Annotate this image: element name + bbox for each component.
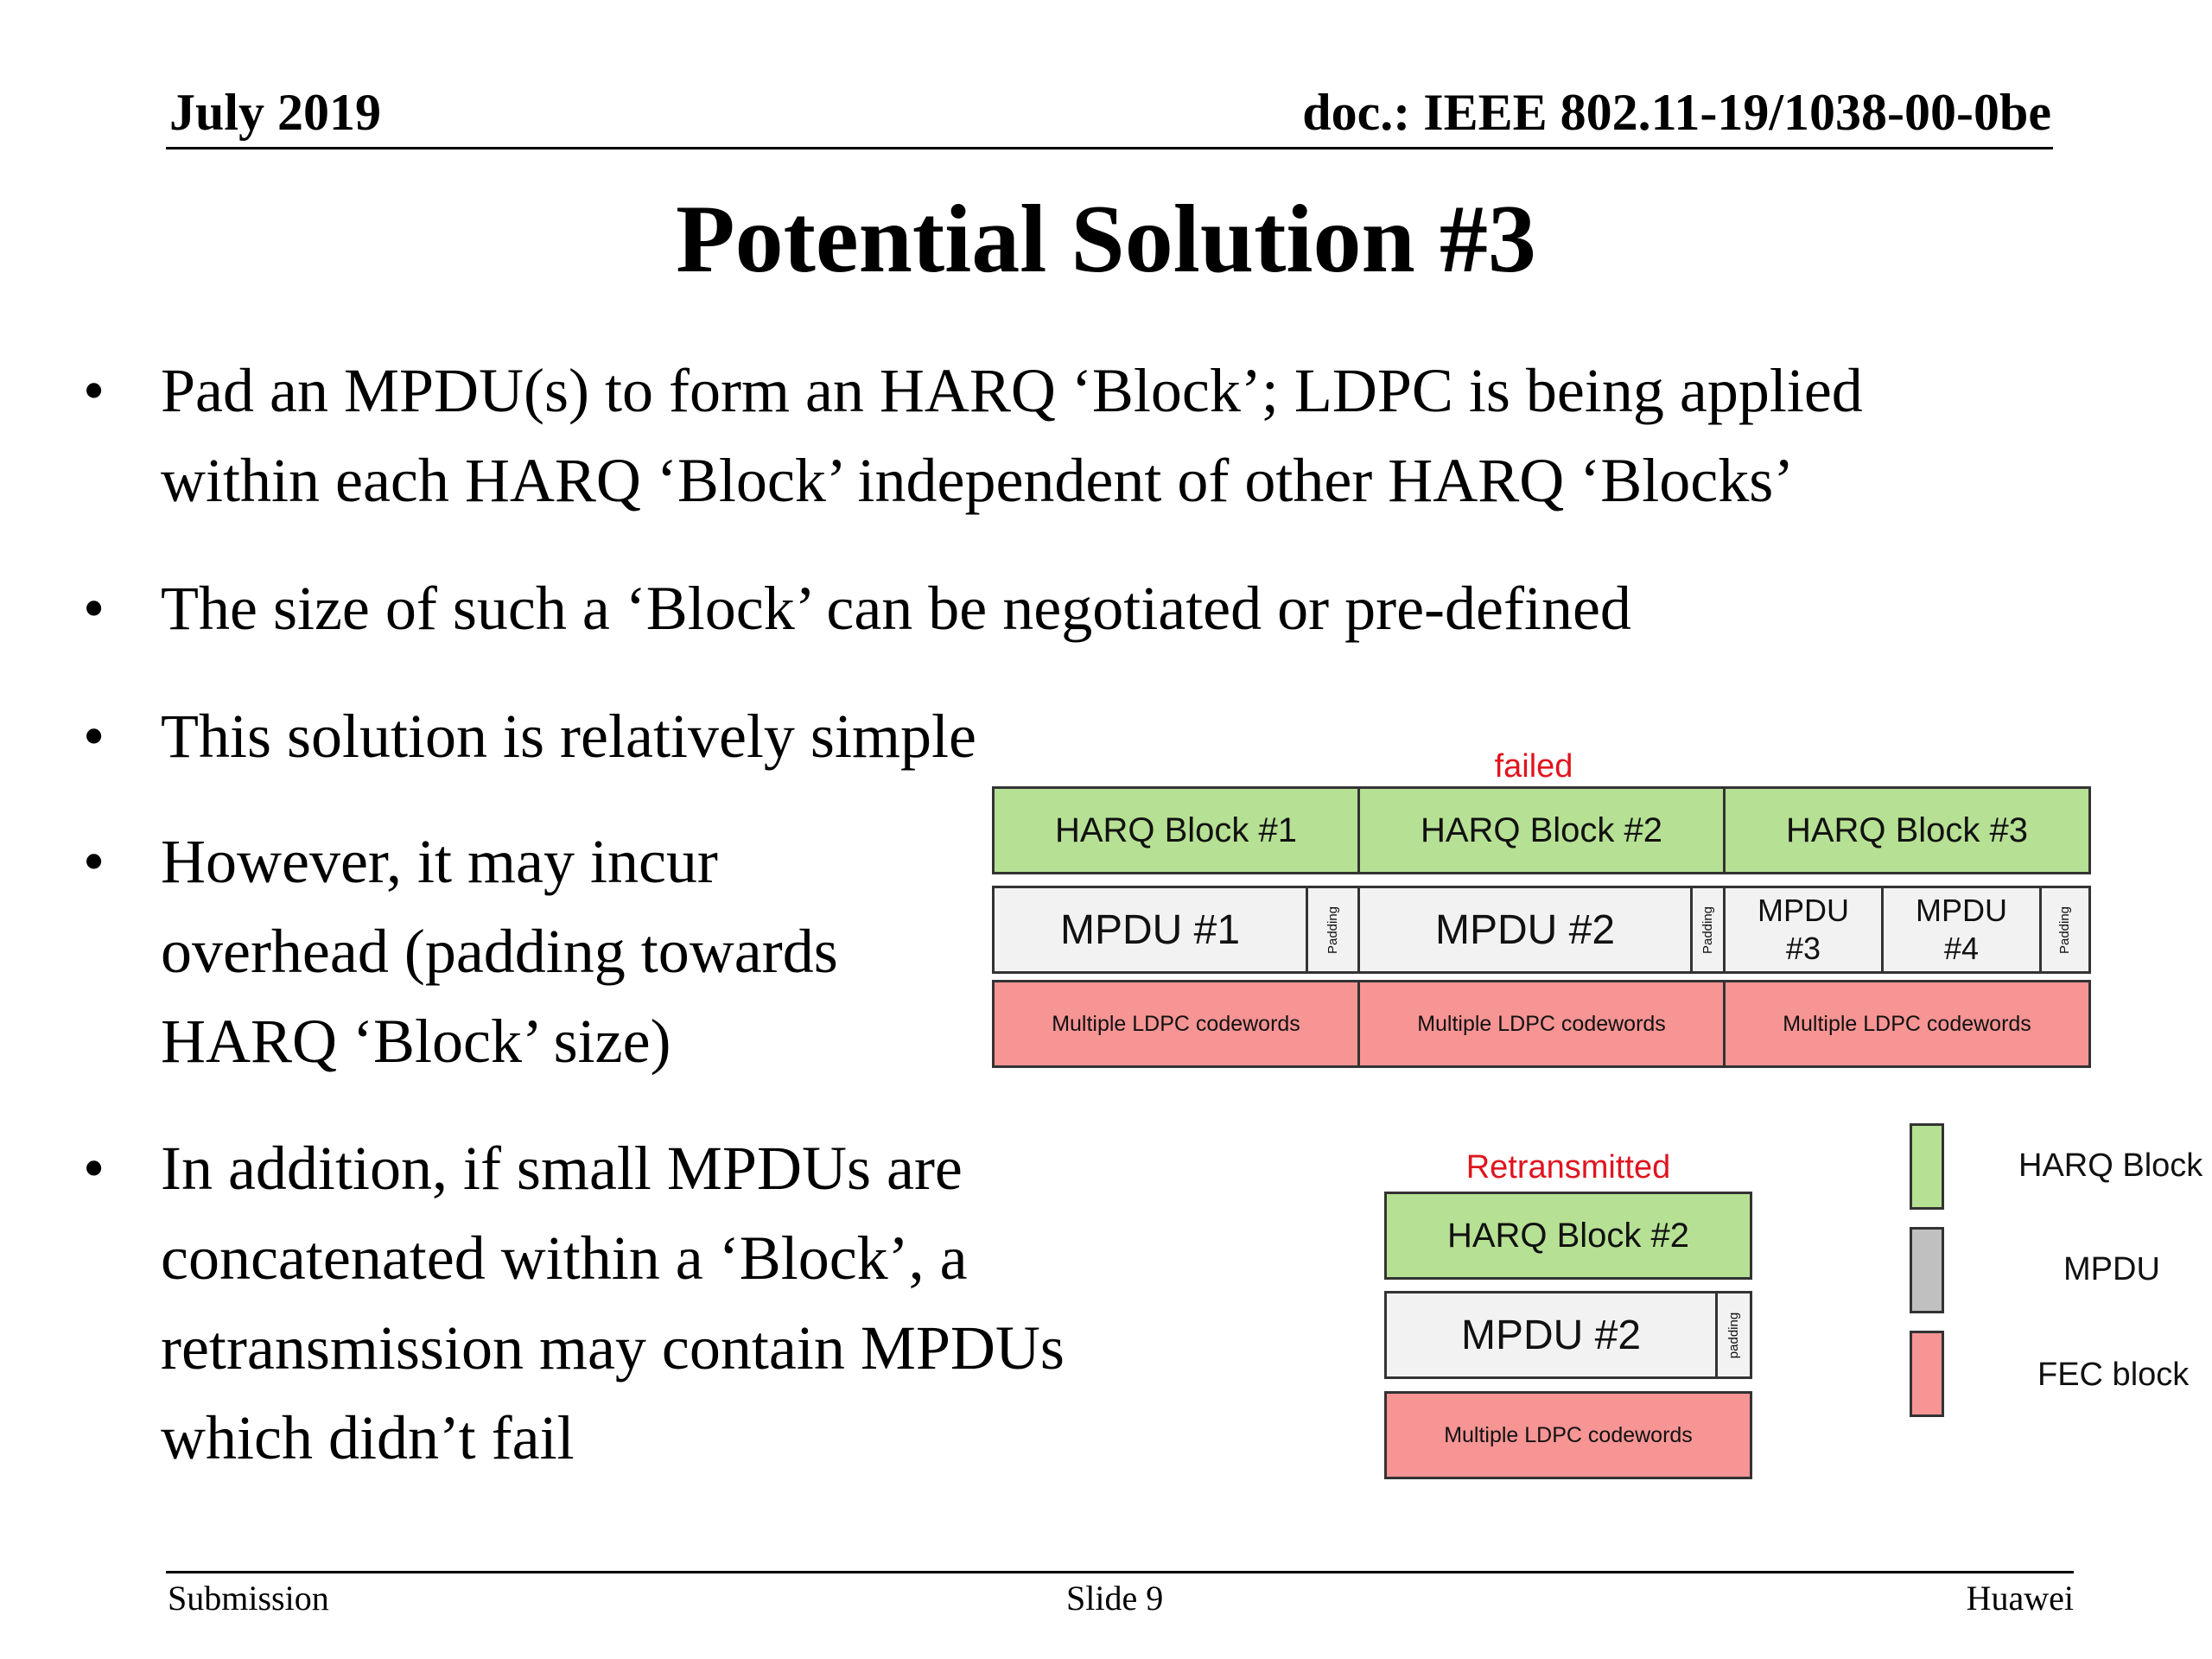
legend-label-fec-block: FEC block <box>2037 1357 2190 1393</box>
ldpc-block-1: Multiple LDPC codewords <box>992 980 1360 1068</box>
bullet-dot: • <box>83 702 105 771</box>
legend-label-harq-block: HARQ Block <box>2018 1147 2203 1184</box>
bullet-dot: • <box>83 574 105 643</box>
footer-rule <box>166 1571 2074 1573</box>
mpdu-1: MPDU #1 <box>992 886 1308 974</box>
harq-block-3: HARQ Block #3 <box>1723 786 2091 874</box>
mpdu-2: MPDU #2 <box>1357 886 1693 974</box>
retx-mpdu-2: MPDU #2 <box>1384 1291 1718 1379</box>
header-date: July 2019 <box>169 84 382 141</box>
bullet-4-line-1: However, it may incur <box>161 827 718 896</box>
padding-2-label: Padding <box>1700 906 1715 954</box>
legend-swatch-mpdu <box>1910 1227 1944 1313</box>
header-doc-id: doc.: IEEE 802.11-19/1038-00-0be <box>1302 84 2051 141</box>
legend-swatch-harq-block <box>1910 1123 1944 1210</box>
padding-1-label: Padding <box>1325 906 1340 954</box>
padding-2: Padding <box>1690 886 1726 974</box>
padding-3-label: Padding <box>2057 906 2073 954</box>
retx-ldpc-block: Multiple LDPC codewords <box>1384 1391 1752 1479</box>
bullet-dot: • <box>83 827 105 896</box>
ldpc-block-2: Multiple LDPC codewords <box>1357 980 1726 1068</box>
harq-block-2: HARQ Block #2 <box>1357 786 1726 874</box>
bullet-1-line-1: Pad an MPDU(s) to form an HARQ ‘Block’; … <box>161 356 1863 425</box>
bullet-3-line-1: This solution is relatively simple <box>161 702 976 771</box>
bullet-5-line-3: retransmission may contain MPDUs <box>161 1313 1065 1382</box>
mpdu-3-line-2: #3 <box>1785 931 1821 966</box>
header-rule <box>166 147 2053 149</box>
retx-padding-label: padding <box>1726 1312 1742 1358</box>
padding-1: Padding <box>1306 886 1360 974</box>
bullet-dot: • <box>83 356 105 425</box>
bullet-4-line-3: HARQ ‘Block’ size) <box>161 1007 671 1076</box>
bullet-2: • The size of such a ‘Block’ can be nego… <box>83 563 1631 653</box>
bullet-4-line-2: overhead (padding towards <box>161 917 838 986</box>
bullet-5: • In addition, if small MPDUs are concat… <box>83 1123 1065 1483</box>
bullet-5-line-2: concatenated within a ‘Block’, a <box>161 1224 968 1293</box>
bullet-4: • However, it may incur overhead (paddin… <box>83 817 838 1086</box>
footer-company: Huawei <box>1966 1579 2074 1618</box>
legend-swatch-fec-block <box>1910 1331 1944 1417</box>
retransmitted-label: Retransmitted <box>1465 1149 1671 1185</box>
slide-title: Potential Solution #3 <box>676 186 1536 293</box>
bullet-5-line-1: In addition, if small MPDUs are <box>161 1134 963 1203</box>
bullet-2-line-1: The size of such a ‘Block’ can be negoti… <box>161 574 1631 643</box>
padding-3: Padding <box>2039 886 2091 974</box>
retx-padding: padding <box>1715 1291 1752 1379</box>
bullet-3: • This solution is relatively simple <box>83 691 976 781</box>
mpdu-3: MPDU #3 <box>1723 886 1884 974</box>
mpdu-4-line-1: MPDU <box>1916 893 2007 928</box>
bullet-1: • Pad an MPDU(s) to form an HARQ ‘Block’… <box>83 346 1863 525</box>
mpdu-3-line-1: MPDU <box>1758 893 1849 928</box>
mpdu-4-line-2: #4 <box>1943 931 1980 966</box>
legend-label-mpdu: MPDU <box>2063 1251 2160 1287</box>
bullet-5-line-4: which didn’t fail <box>161 1403 575 1472</box>
harq-block-1: HARQ Block #1 <box>992 786 1360 874</box>
bullet-1-line-2: within each HARQ ‘Block’ independent of … <box>161 446 1795 515</box>
bullet-dot: • <box>83 1134 105 1203</box>
mpdu-4: MPDU #4 <box>1881 886 2042 974</box>
retx-harq-block-2: HARQ Block #2 <box>1384 1192 1752 1280</box>
failed-label: failed <box>1494 748 1573 785</box>
ldpc-block-3: Multiple LDPC codewords <box>1723 980 2091 1068</box>
footer-slide-number: Slide 9 <box>1066 1579 1164 1618</box>
footer-submission: Submission <box>168 1579 329 1618</box>
